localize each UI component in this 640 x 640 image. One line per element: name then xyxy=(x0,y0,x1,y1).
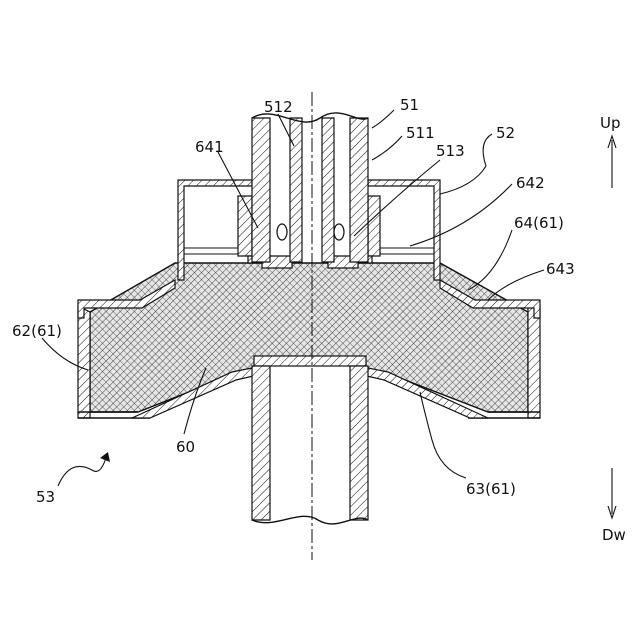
label-513: 513 xyxy=(436,142,465,160)
shaft-512-inner-right xyxy=(322,118,334,262)
leader-51 xyxy=(372,110,394,128)
label-60: 60 xyxy=(176,438,195,456)
label-64-61: 64(61) xyxy=(514,214,564,232)
shaft-511-left-wall xyxy=(252,118,270,262)
bolt-hole-right xyxy=(334,224,344,240)
outer-plate-62-right xyxy=(528,306,540,418)
bolt-hole-left xyxy=(277,224,287,240)
outer-plate-62-left xyxy=(78,306,90,418)
label-52: 52 xyxy=(496,124,515,142)
label-51: 51 xyxy=(400,96,419,114)
label-511: 511 xyxy=(406,124,435,142)
label-dw: Dw xyxy=(602,526,626,544)
label-up: Up xyxy=(600,114,621,132)
shaft-511-right-wall xyxy=(350,118,368,262)
label-62-61: 62(61) xyxy=(12,322,62,340)
leader-53 xyxy=(58,458,106,486)
leader-64 xyxy=(468,230,512,290)
label-642: 642 xyxy=(516,174,545,192)
lower-cap xyxy=(254,356,366,366)
shaft-512-inner-left xyxy=(290,118,302,262)
label-512: 512 xyxy=(264,98,293,116)
leader-642 xyxy=(410,184,512,246)
label-53: 53 xyxy=(36,488,55,506)
bracket-641-left xyxy=(238,196,252,256)
lower-shaft-right-wall xyxy=(350,366,368,520)
label-63-61: 63(61) xyxy=(466,480,516,498)
lower-shaft-left-wall xyxy=(252,366,270,520)
label-641: 641 xyxy=(195,138,224,156)
isolator-body-60 xyxy=(90,263,528,412)
label-643: 643 xyxy=(546,260,575,278)
bracket-641-right xyxy=(368,196,380,256)
leader-511 xyxy=(372,136,402,160)
